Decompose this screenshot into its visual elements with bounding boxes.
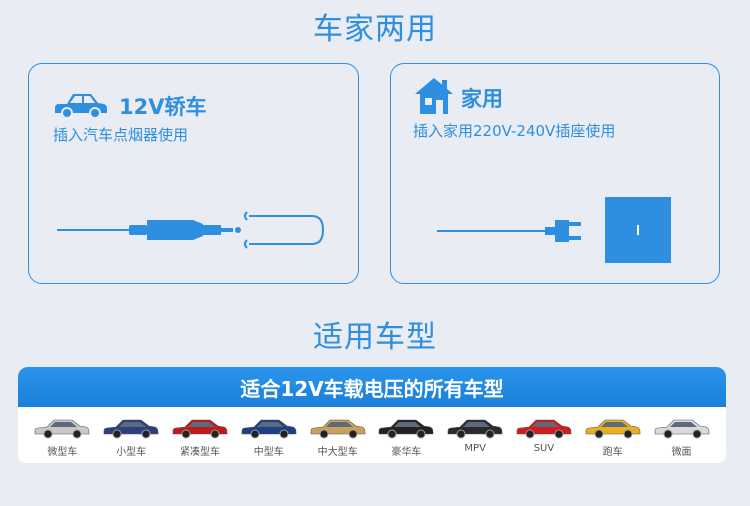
wall-socket-icon <box>605 197 671 263</box>
vehicle-car-icon <box>654 419 709 439</box>
car-mode-description: 插入汽车点烟器使用 <box>53 126 189 144</box>
vehicle-item: 小型车 <box>99 415 163 458</box>
home-mode-card: 家用 插入家用220V-240V插座使用 <box>390 63 720 284</box>
vehicle-label: 小型车 <box>116 447 147 458</box>
house-icon <box>413 76 455 120</box>
compatibility-banner: 适合12V车载电压的所有车型 <box>18 367 726 407</box>
vehicle-item: 微面 <box>650 415 714 458</box>
vehicle-label: 微型车 <box>47 447 78 458</box>
vehicle-car-icon <box>447 419 503 439</box>
cable-loop-icon <box>244 211 325 249</box>
vehicle-car-icon <box>172 419 228 439</box>
section-title-bottom: 适用车型 <box>313 320 437 355</box>
vehicle-car-icon <box>241 419 297 439</box>
vehicle-car-icon <box>310 419 365 439</box>
wall-plug-icon <box>437 220 581 242</box>
home-mode-description: 插入家用220V-240V插座使用 <box>413 122 616 140</box>
vehicle-label: MPV <box>464 443 486 454</box>
vehicle-item: 微型车 <box>30 415 94 458</box>
vehicle-item: 中大型车 <box>306 415 370 458</box>
vehicle-item: MPV <box>443 415 507 454</box>
vehicle-label: 中大型车 <box>317 447 358 458</box>
vehicle-label: 紧凑型车 <box>179 447 220 458</box>
car-mode-title: 12V轿车 <box>119 95 207 119</box>
vehicle-label: 跑车 <box>602 447 623 458</box>
vehicle-item: 紧凑型车 <box>168 415 232 458</box>
vehicle-car-icon <box>516 419 572 439</box>
car-mode-card: 12V轿车 插入汽车点烟器使用 <box>28 63 359 284</box>
vehicle-label: 微面 <box>671 447 692 458</box>
vehicle-item: 跑车 <box>581 415 645 458</box>
cigarette-plug-icon <box>57 220 241 240</box>
vehicle-item: 豪华车 <box>374 415 438 458</box>
vehicle-car-icon <box>379 419 434 439</box>
vehicle-car-icon <box>585 419 641 439</box>
vehicle-item: SUV <box>512 415 576 454</box>
vehicle-car-icon <box>103 419 159 439</box>
vehicle-car-icon <box>35 419 90 439</box>
vehicle-label: 豪华车 <box>391 447 422 458</box>
vehicle-label: SUV <box>533 443 555 454</box>
vehicle-label: 中型车 <box>253 447 284 458</box>
section-title-top: 车家两用 <box>313 12 437 47</box>
home-mode-title: 家用 <box>461 87 503 111</box>
car-icon <box>53 88 109 124</box>
vehicle-type-list: 微型车 小型车 紧凑型车 中型车 中大型车 豪华车 MPV SUV 跑车 微面 <box>18 407 726 463</box>
vehicle-item: 中型车 <box>237 415 301 458</box>
